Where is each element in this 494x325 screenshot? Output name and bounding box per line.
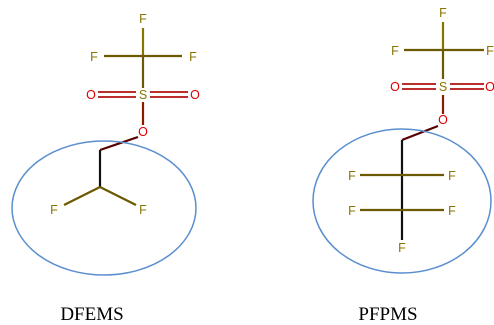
fluorine-atom-label: F xyxy=(448,169,456,183)
oxygen-atom-label: O xyxy=(438,113,448,127)
fluorine-atom-label: F xyxy=(398,241,406,255)
oxygen-atom-label: O xyxy=(138,125,148,139)
bond xyxy=(99,186,137,206)
bond xyxy=(401,124,439,142)
oxygen-atom-label: O xyxy=(485,80,494,94)
bond xyxy=(63,186,101,206)
oxygen-atom-label: O xyxy=(390,80,400,94)
fluorine-atom-label: F xyxy=(448,204,456,218)
fluorine-atom-label: F xyxy=(439,6,447,20)
pfpms-structure: F F F O S O O F F F F F xyxy=(312,6,494,274)
dfems-structure: F F F O S O O F F xyxy=(11,12,200,276)
highlight-ellipse xyxy=(11,140,197,276)
molecule-caption-pfpms: PFPMS xyxy=(358,304,417,325)
sulfur-atom-label: S xyxy=(439,80,447,94)
bond xyxy=(99,135,139,152)
fluorine-atom-label: F xyxy=(139,203,147,217)
molecule-caption-dfems: DFEMS xyxy=(60,304,123,325)
fluorine-atom-label: F xyxy=(139,12,147,26)
sulfur-atom-label: S xyxy=(139,88,147,102)
fluorine-atom-label: F xyxy=(189,50,197,64)
fluorine-atom-label: F xyxy=(391,44,399,58)
oxygen-atom-label: O xyxy=(86,88,96,102)
fluorine-atom-label: F xyxy=(348,169,356,183)
fluorine-atom-label: F xyxy=(90,50,98,64)
fluorine-atom-label: F xyxy=(50,203,58,217)
oxygen-atom-label: O xyxy=(190,88,200,102)
fluorine-atom-label: F xyxy=(486,44,494,58)
highlight-ellipse xyxy=(312,128,492,274)
fluorine-atom-label: F xyxy=(348,204,356,218)
